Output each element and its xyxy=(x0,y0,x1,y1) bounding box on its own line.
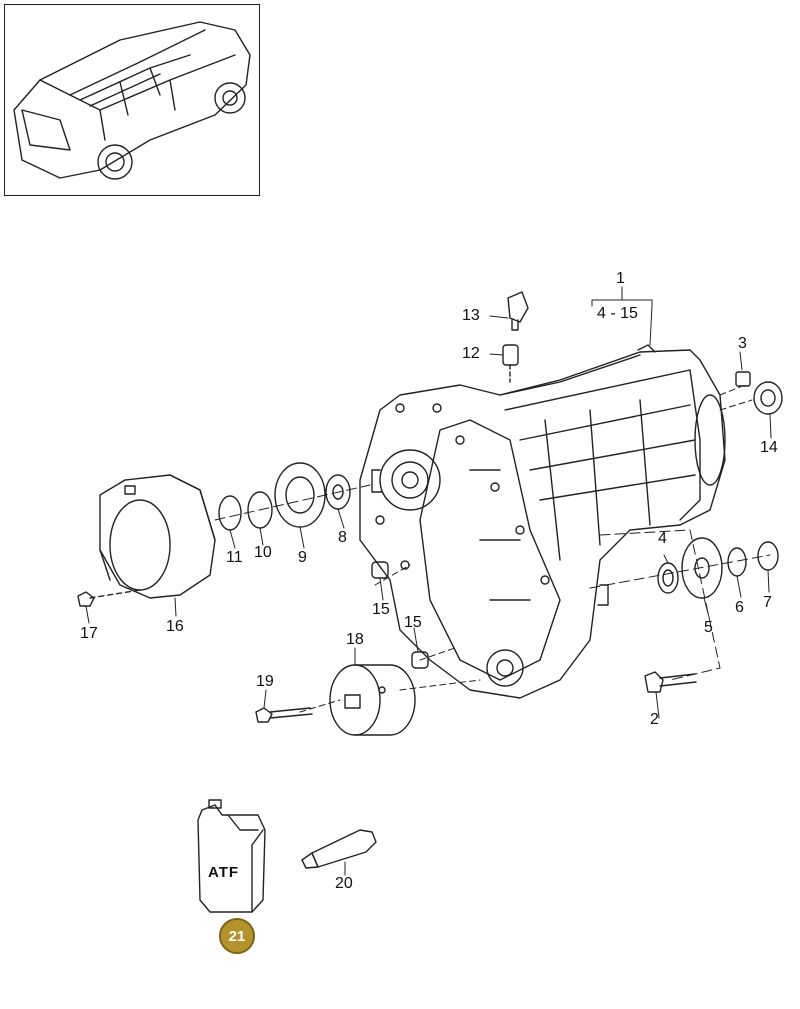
seal-9 xyxy=(274,462,326,528)
callout-18: 18 xyxy=(346,631,364,648)
callout-7: 7 xyxy=(763,594,772,611)
bolt-19 xyxy=(255,707,313,723)
bearing-4 xyxy=(657,562,679,594)
callout-20: 20 xyxy=(335,875,353,892)
bushing-15b xyxy=(411,651,429,669)
bolt-17 xyxy=(77,589,141,607)
vehicle-inset-frame xyxy=(4,4,260,196)
callout-1: 1 xyxy=(616,270,625,287)
plug-3 xyxy=(735,371,751,387)
bolt-2 xyxy=(644,671,697,693)
callout-1-range: 4 - 15 xyxy=(597,305,638,322)
callout-3: 3 xyxy=(738,335,747,352)
callout-14: 14 xyxy=(760,439,778,456)
callout-8: 8 xyxy=(338,529,347,546)
callout-10: 10 xyxy=(254,544,272,561)
heat-shield xyxy=(99,474,216,599)
callout-13: 13 xyxy=(462,307,480,324)
atf-bottle-icon xyxy=(197,799,266,913)
sealant-tube-icon xyxy=(301,829,377,876)
callout-21-badge[interactable]: 21 xyxy=(219,918,255,954)
callout-6: 6 xyxy=(735,599,744,616)
transfer-case-icon xyxy=(359,344,726,699)
seal-14 xyxy=(753,381,783,415)
callout-12: 12 xyxy=(462,345,480,362)
washer-5 xyxy=(681,537,723,599)
callout-16: 16 xyxy=(166,618,184,635)
coupling-18 xyxy=(329,664,416,736)
callout-11: 11 xyxy=(226,549,243,566)
callout-15-left: 15 xyxy=(372,601,390,618)
callout-4: 4 xyxy=(658,530,667,547)
callout-17: 17 xyxy=(80,625,98,642)
atf-label: ATF xyxy=(208,864,240,881)
ring-7 xyxy=(757,541,779,571)
callout-5: 5 xyxy=(704,619,713,636)
bushing-15a xyxy=(371,561,389,579)
callout-9: 9 xyxy=(298,549,307,566)
ring-11 xyxy=(218,495,242,531)
breather-13 xyxy=(507,291,529,331)
callout-15-lower: 15 xyxy=(404,614,422,631)
vehicle-icon xyxy=(13,21,251,180)
callout-19: 19 xyxy=(256,673,274,690)
sleeve-12 xyxy=(502,344,519,383)
callout-2: 2 xyxy=(650,711,659,728)
